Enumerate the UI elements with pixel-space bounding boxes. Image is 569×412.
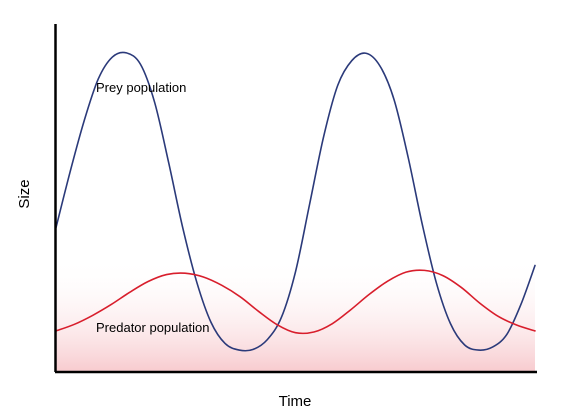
y-axis-label: Size — [16, 179, 33, 208]
predator-population-line — [55, 269, 536, 335]
x-axis-label: Time — [279, 393, 312, 410]
predator-series-label: Predator population — [96, 320, 209, 335]
prey-population-line — [55, 51, 536, 352]
series-layer — [55, 51, 536, 352]
background-band — [56, 258, 535, 372]
prey-series-label: Prey population — [96, 80, 186, 95]
